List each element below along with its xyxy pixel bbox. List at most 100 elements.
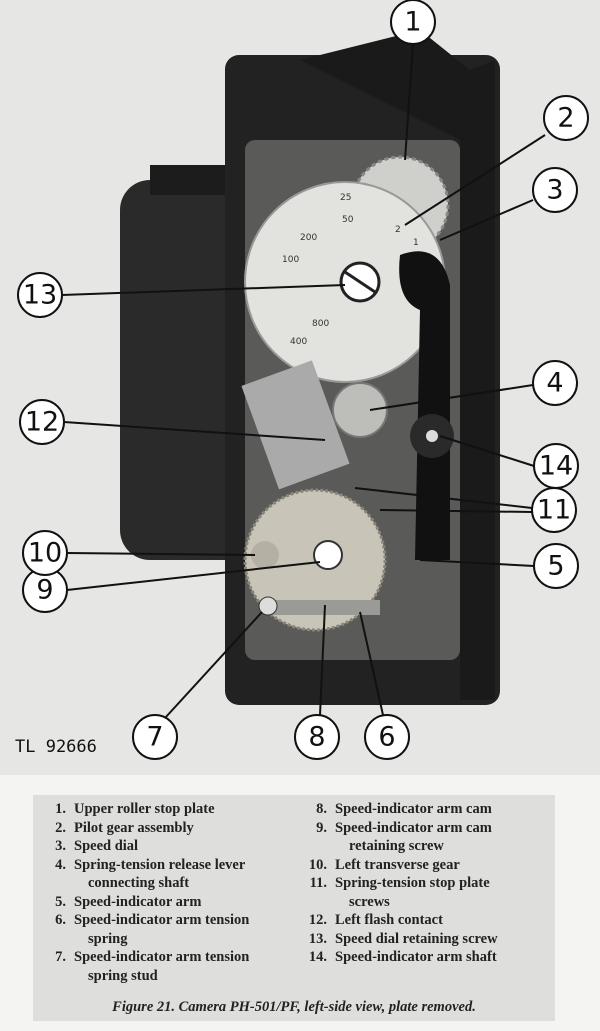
svg-text:10: 10 <box>28 538 62 569</box>
legend-item-number: 8. <box>316 801 327 817</box>
dial-mark: 800 <box>312 319 329 329</box>
dial-mark: 25 <box>340 193 351 203</box>
legend-item-label: Speed-indicator arm tension <box>74 949 250 965</box>
legend-item-number: 3. <box>55 838 66 854</box>
tl-number: TL 92666 <box>15 737 97 757</box>
legend-item-text: Speed-indicator arm tension spring <box>74 911 296 948</box>
callout-9: 9 <box>22 567 68 613</box>
legend-item-label: Speed-indicator arm shaft <box>335 949 497 965</box>
legend-item: 10. Left transverse gear <box>299 856 553 875</box>
legend-item: 2. Pilot gear assembly <box>38 819 296 838</box>
callout-12: 12 <box>19 399 65 445</box>
legend-item: 5.Speed-indicator arm <box>38 893 296 912</box>
legend-item-label: Spring-tension release lever <box>74 856 246 873</box>
legend-item-text: Speed-indicator arm <box>74 893 296 912</box>
svg-text:7: 7 <box>146 722 163 753</box>
legend-item-label: Speed-indicator arm cam <box>335 819 492 836</box>
legend-item-number: 10. <box>308 856 327 873</box>
release-lever-shaft <box>332 382 388 438</box>
camera-photo: 100 200 400 800 25 50 2 1 1 2 3 4 5 6 7 … <box>0 0 600 775</box>
legend-item-text: Speed-indicator arm shaft <box>335 948 553 967</box>
legend-item-text: Upper roller stop plate <box>74 800 296 819</box>
legend-item: 12. Left flash contact <box>299 911 553 930</box>
legend-item: 6. Speed-indicator arm tension spring <box>38 911 296 948</box>
legend-item-label: Speed dial retaining screw <box>335 930 498 947</box>
legend-item-number: 4. <box>55 856 66 873</box>
legend-item-label: Left transverse gear <box>335 856 460 873</box>
legend-item-number: 6. <box>55 912 66 928</box>
legend-item-number: 1. <box>55 801 66 817</box>
parts-legend: 1. Upper roller stop plate 2. Pilot gear as… <box>33 795 555 1021</box>
flash-contact <box>241 360 350 490</box>
svg-text:11: 11 <box>537 495 571 526</box>
legend-item-continuation: retaining screw <box>349 838 444 854</box>
legend-item-text: Speed dial retaining screw <box>335 930 553 949</box>
legend-item-continuation: spring <box>88 930 128 947</box>
legend-item-continuation: connecting shaft <box>88 875 190 891</box>
svg-text:3: 3 <box>546 175 563 206</box>
svg-text:6: 6 <box>378 722 395 753</box>
legend-item-text: Pilot gear assembly <box>74 819 296 838</box>
callout-2: 2 <box>543 95 589 141</box>
legend-item-label: Left flash contact <box>335 912 443 928</box>
legend-item: 9. Speed-indicator arm cam retaining screw <box>299 819 553 856</box>
legend-item-number: 14. <box>308 949 327 965</box>
callout-3: 3 <box>532 167 578 213</box>
legend-item: 7. Speed-indicator arm tension spring stud <box>38 948 296 985</box>
legend-right-column: 8. Speed-indicator arm cam 9. Speed-indicat… <box>299 800 553 967</box>
legend-item-number: 7. <box>55 949 66 965</box>
svg-text:14: 14 <box>539 451 573 482</box>
svg-text:5: 5 <box>547 551 564 582</box>
dial-mark: 1 <box>413 238 419 248</box>
legend-item-text: Speed-indicator arm cam retaining screw <box>335 819 553 856</box>
legend-item-number: 13. <box>308 930 327 947</box>
callout-7: 7 <box>132 714 178 760</box>
callout-13: 13 <box>17 272 63 318</box>
legend-item-number: 2. <box>55 819 66 836</box>
callout-6: 6 <box>364 714 410 760</box>
legend-item-text: Spring-tension stop plate screws <box>335 874 553 911</box>
dial-mark: 50 <box>342 215 354 225</box>
dial-mark: 100 <box>282 255 299 265</box>
legend-item-label: Pilot gear assembly <box>74 819 194 836</box>
legend-item: 1. Upper roller stop plate <box>38 800 296 819</box>
callout-11: 11 <box>531 487 577 533</box>
svg-text:2: 2 <box>557 103 574 134</box>
callout-8: 8 <box>294 714 340 760</box>
callout-14: 14 <box>533 443 579 489</box>
legend-item: 4. Spring-tension release lever connecting… <box>38 856 296 893</box>
legend-item: 8. Speed-indicator arm cam <box>299 800 553 819</box>
legend-item-label: Spring-tension stop plate <box>335 875 490 891</box>
legend-item-text: Speed-indicator arm tension spring stud <box>74 948 296 985</box>
dial-mark: 2 <box>395 225 401 235</box>
dial-mark: 400 <box>290 337 307 347</box>
legend-item-text: Spring-tension release lever connecting s… <box>74 856 296 893</box>
legend-item-text: Speed-indicator arm cam <box>335 800 553 819</box>
legend-item-text: Left transverse gear <box>335 856 553 875</box>
legend-item: 3. Speed dial <box>38 837 296 856</box>
legend-item: 13. Speed dial retaining screw <box>299 930 553 949</box>
svg-text:1: 1 <box>404 7 421 38</box>
figure-caption: Figure 21. Camera PH-501/PF, left-side v… <box>112 999 476 1015</box>
legend-left-column: 1. Upper roller stop plate 2. Pilot gear as… <box>38 800 296 985</box>
legend-item: 14. Speed-indicator arm shaft <box>299 948 553 967</box>
svg-text:4: 4 <box>546 368 563 399</box>
dial-mark: 200 <box>300 233 317 243</box>
callout-5: 5 <box>533 543 579 589</box>
callout-10: 10 <box>22 530 68 576</box>
svg-text:8: 8 <box>308 722 325 753</box>
legend-item-label: Speed-indicator arm tension <box>74 912 250 928</box>
legend-item-number: 9. <box>316 819 327 836</box>
speed-indicator-arm <box>399 251 450 560</box>
legend-item-continuation: screws <box>349 893 390 910</box>
legend-item-label: Speed-indicator arm cam <box>335 801 492 817</box>
legend-item-number: 12. <box>308 912 327 928</box>
legend-item-text: Left flash contact <box>335 911 553 930</box>
legend-item-label: Speed-indicator arm <box>74 893 202 910</box>
svg-text:13: 13 <box>23 280 57 311</box>
callout-1: 1 <box>390 0 436 45</box>
legend-item-continuation: spring stud <box>88 967 158 984</box>
legend-item-label: Speed dial <box>74 838 139 854</box>
svg-text:12: 12 <box>25 407 59 438</box>
